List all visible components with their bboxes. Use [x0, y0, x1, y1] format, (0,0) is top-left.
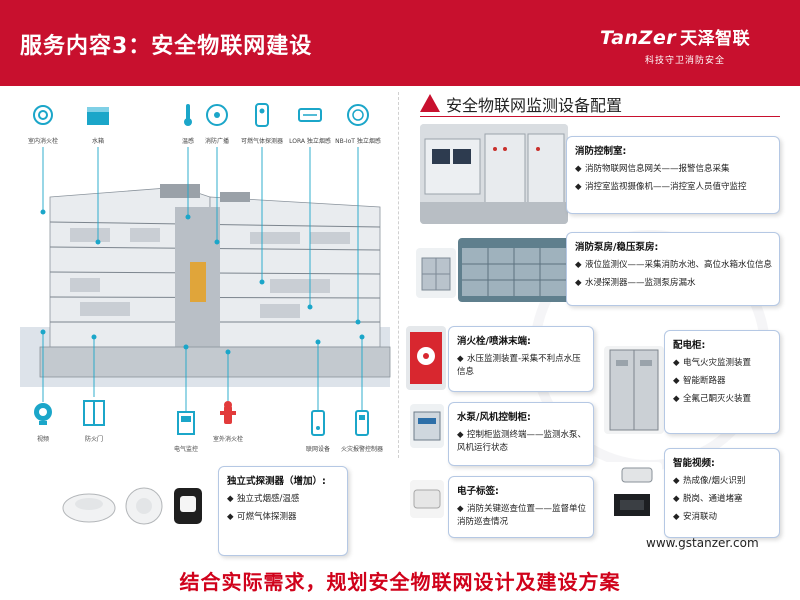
- electric-monitor-icon: [177, 411, 195, 435]
- building-illustration: [10, 92, 400, 458]
- device-electric-monitor: 电气监控: [163, 408, 209, 453]
- box-e-tag: 电子标签: ◆消防关键巡查位置——监督单位消防巡查情况: [448, 476, 594, 538]
- website-url[interactable]: www.gstanzer.com: [646, 536, 759, 550]
- section-underline: [420, 116, 780, 117]
- device-network: 联网设备: [295, 408, 341, 453]
- camera-icon: [34, 403, 52, 425]
- device-temperature: 温感: [165, 100, 211, 145]
- water-tank-icon: [87, 107, 109, 125]
- gas-detector-photo: [168, 482, 208, 530]
- box-hydrant: 消火栓/喷淋末端: ◆水压监测装置-采集不利点水压信息: [448, 326, 594, 392]
- distribution-cabinet-photo: [604, 346, 664, 434]
- hydrant-gauge-photo: [406, 326, 446, 390]
- footer-slogan: 结合实际需求，规划安全物联网设计及建设方案: [179, 570, 621, 594]
- box-pump-control: 水泵/风机控制柜: ◆控制柜监测终端——监测水泵、风机运行状态: [448, 402, 594, 466]
- building-diagram: 室内消火栓 水箱 温感 消防广播 可燃气体探测器 LORA 独立烟感 NB-Io…: [10, 92, 400, 458]
- smoke-detector-photo-2: [122, 482, 166, 530]
- fire-door-icon: [83, 400, 105, 426]
- divider: [398, 92, 399, 458]
- tank-small-photo: [416, 248, 456, 298]
- box-smart-video: 智能视频: ◆热成像/烟火识别 ◆脱岗、通道堵塞 ◆安消联动: [664, 448, 780, 538]
- nb-smoke-icon: [347, 104, 369, 126]
- logo-text: TanZer: [600, 27, 677, 49]
- device-water-tank: 水箱: [75, 100, 121, 145]
- hydrant-icon: [33, 105, 53, 125]
- device-fire-door: 防火门: [71, 398, 117, 443]
- water-tank-photo: [458, 238, 570, 302]
- device-nb-smoke: NB-IoT 独立烟感: [335, 100, 381, 145]
- smoke-detector-photo-1: [58, 482, 120, 530]
- device-gas-detector: 可燃气体探测器: [239, 100, 285, 145]
- gas-detector-icon: [255, 103, 269, 127]
- page-title: 服务内容3：安全物联网建设: [20, 34, 313, 59]
- logo-slogan: 科技守卫消防安全: [644, 56, 725, 66]
- triangle-icon: [420, 94, 440, 112]
- outdoor-hydrant-icon: [220, 401, 236, 424]
- box-detector: 独立式探测器（增加）: ◆独立式烟感/温感 ◆可燃气体探测器: [218, 466, 348, 556]
- box-control-room: 消防控制室: ◆消防物联网信息网关——报警信息采集 ◆消控室监视摄像机——消控室…: [566, 136, 780, 214]
- device-lora-smoke: LORA 独立烟感: [287, 100, 333, 145]
- device-outdoor-hydrant: 室外消火栓: [205, 398, 251, 443]
- device-camera: 视频: [20, 398, 66, 443]
- speaker-icon: [206, 104, 228, 126]
- alarm-controller-icon: [355, 410, 369, 436]
- device-indoor-hydrant: 室内消火栓: [20, 100, 66, 145]
- control-terminal-photo: [410, 404, 444, 448]
- smart-video-photo: [604, 462, 662, 524]
- thermometer-icon: [184, 104, 192, 126]
- logo-cn-text: 天泽智联: [680, 29, 751, 49]
- e-tag-photo: [410, 480, 444, 518]
- device-speaker: 消防广播: [194, 100, 240, 145]
- box-distribution: 配电柜: ◆电气火灾监测装置 ◆智能断路器 ◆全氟己酮灭火装置: [664, 330, 780, 434]
- box-pump-room: 消防泵房/稳压泵房: ◆液位监测仪——采集消防水池、高位水箱水位信息 ◆水浸探测…: [566, 232, 780, 306]
- control-room-photo: [420, 124, 568, 224]
- lora-smoke-icon: [298, 108, 322, 122]
- network-device-icon: [311, 410, 325, 436]
- device-alarm-controller: 火灾报警控制器: [339, 408, 385, 453]
